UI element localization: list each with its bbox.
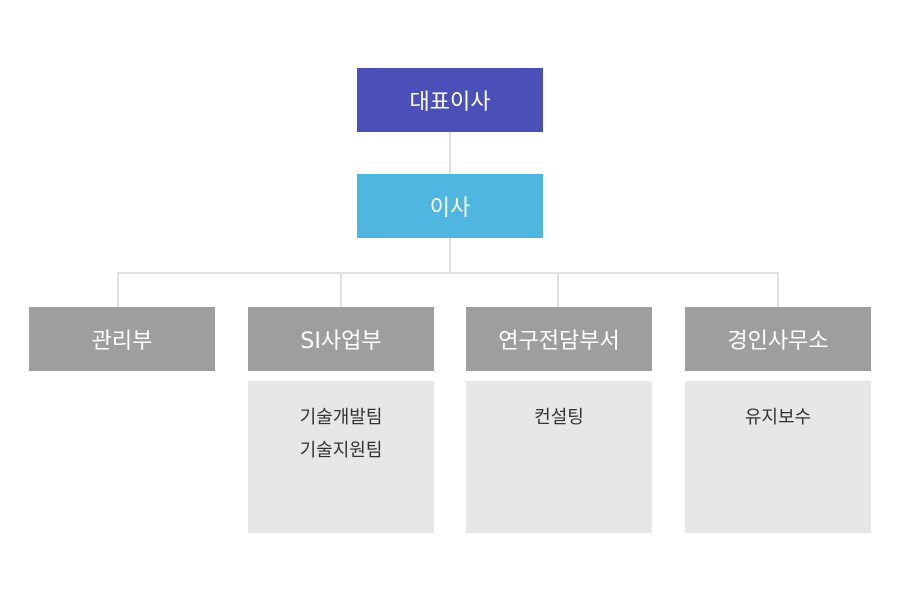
ceo-node: 대표이사 <box>357 68 543 132</box>
director-label: 이사 <box>429 196 471 221</box>
team-item: 컨설팅 <box>534 407 584 428</box>
connector-director-trunk <box>449 238 451 273</box>
team-panel-gyeongin-office: 유지보수 <box>685 381 871 533</box>
department-node-si-business: SI사업부 <box>248 307 434 371</box>
department-node-research: 연구전담부서 <box>466 307 652 371</box>
team-item: 유지보수 <box>744 407 812 428</box>
ceo-label: 대표이사 <box>409 90 491 115</box>
department-label: 경인사무소 <box>727 329 829 354</box>
department-node-admin: 관리부 <box>29 307 215 371</box>
connector-horizontal-bar <box>117 272 779 274</box>
connector-ceo-director <box>449 132 451 174</box>
connector-dept-1 <box>340 272 342 307</box>
team-item: 기술개발팀 <box>299 407 383 428</box>
team-panel-si-business: 기술개발팀 기술지원팀 <box>248 381 434 533</box>
director-node: 이사 <box>357 174 543 238</box>
connector-dept-2 <box>557 272 559 307</box>
connector-dept-0 <box>117 272 119 307</box>
team-item: 기술지원팀 <box>299 440 383 461</box>
department-label: 연구전담부서 <box>498 329 620 354</box>
department-label: 관리부 <box>91 329 153 354</box>
department-label: SI사업부 <box>300 329 382 354</box>
team-panel-research: 컨설팅 <box>466 381 652 533</box>
department-node-gyeongin-office: 경인사무소 <box>685 307 871 371</box>
connector-dept-3 <box>777 272 779 307</box>
